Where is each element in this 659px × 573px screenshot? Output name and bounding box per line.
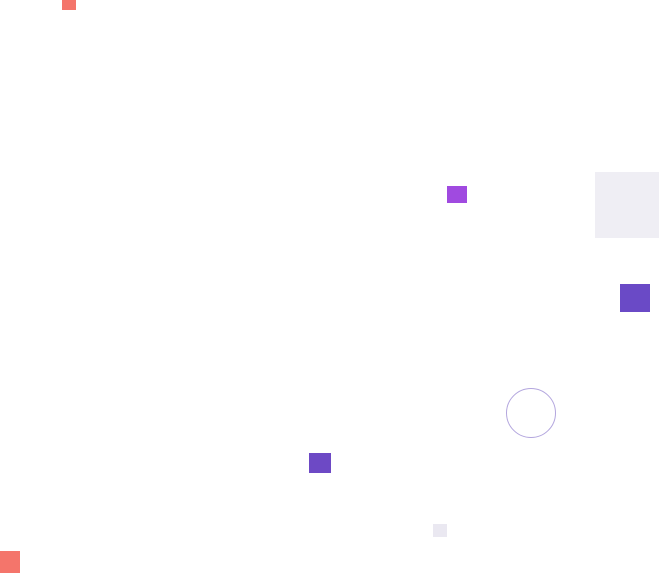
circle-outline-icon (506, 388, 556, 438)
coral-square-icon (62, 0, 76, 10)
lavender-panel (595, 172, 659, 238)
purple-square-icon (447, 186, 467, 203)
violet-square-icon (309, 453, 331, 473)
coral-rectangle-icon (0, 551, 20, 573)
gray-square-icon (433, 524, 447, 537)
indigo-square-icon (620, 284, 650, 312)
